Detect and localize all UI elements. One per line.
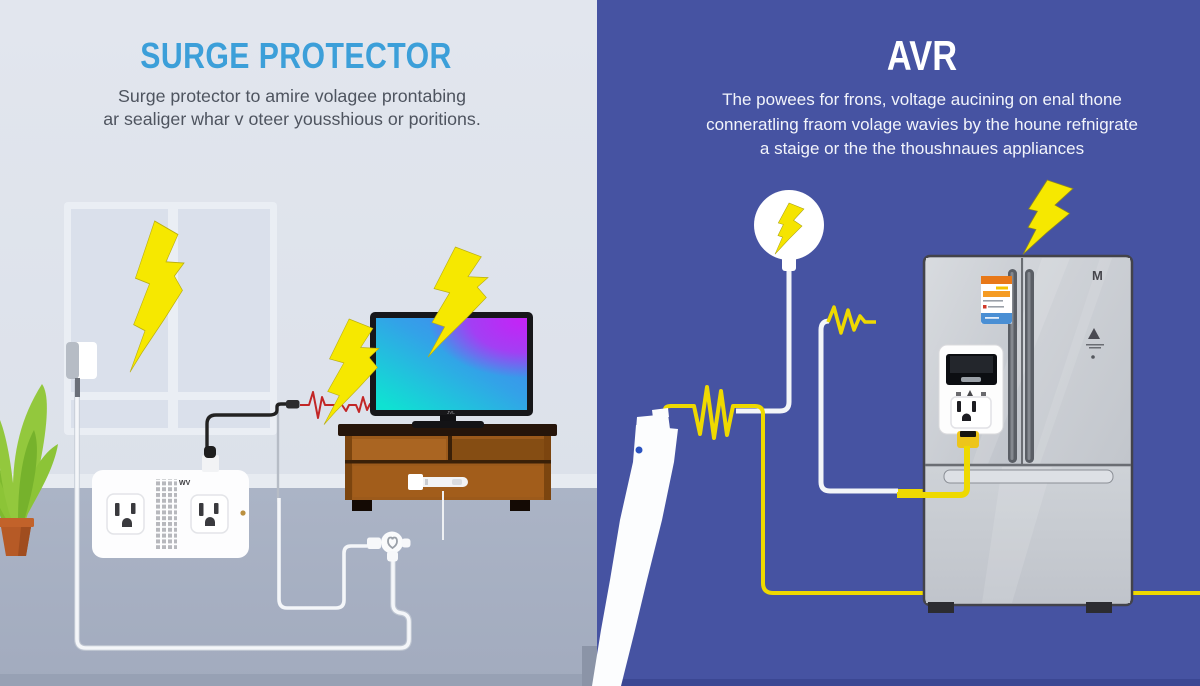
svg-text:JVL: JVL xyxy=(447,410,455,415)
svg-text:M: M xyxy=(1092,268,1103,283)
svg-text:WV: WV xyxy=(179,480,191,487)
